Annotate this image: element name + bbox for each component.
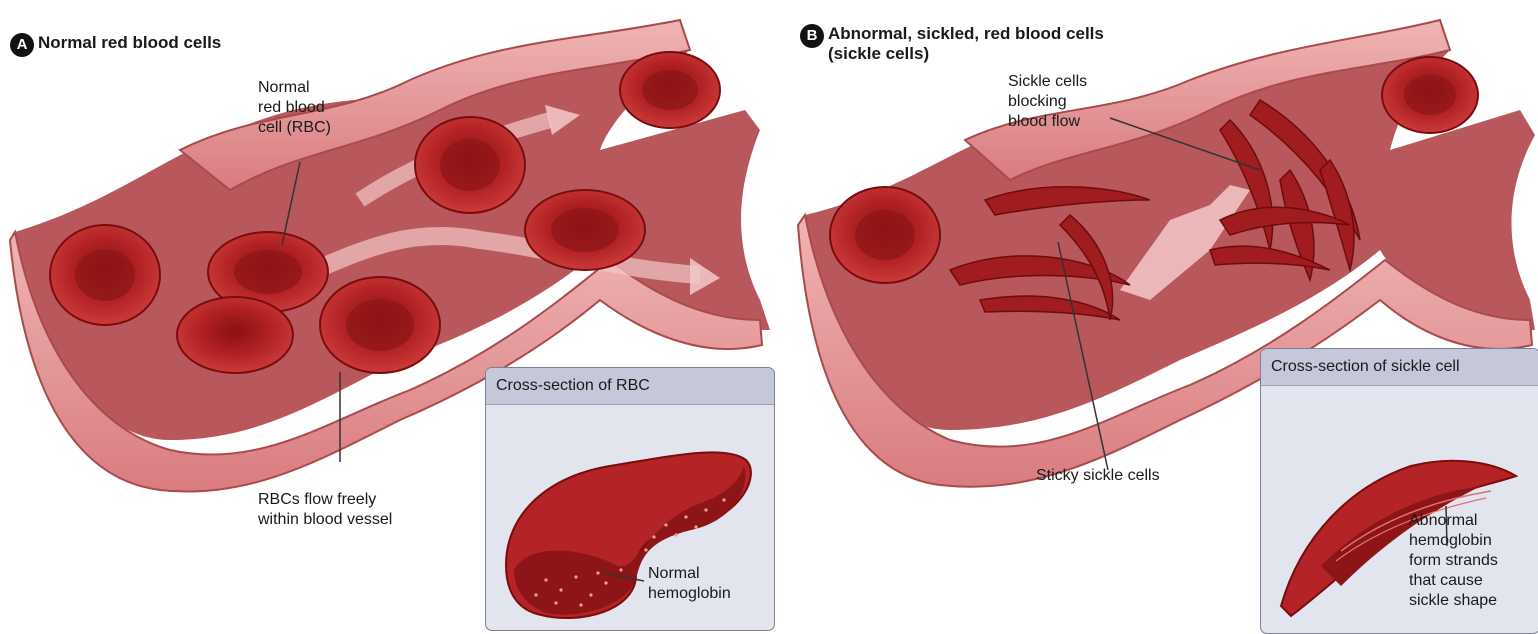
label-abnormal-hemoglobin-line: sickle shape (1409, 591, 1498, 611)
panel-sickle-cells: B Abnormal, sickled, red blood cells (si… (790, 0, 1538, 634)
label-rbc-flow: RBCs flow freely within blood vessel (258, 490, 392, 530)
label-normal-rbc-line: red blood (258, 98, 331, 118)
panel-a-title: Normal red blood cells (38, 33, 221, 53)
label-sickle-blocking-line: blocking (1008, 92, 1087, 112)
inset-rbc-cross-section: Cross-section of RBC Normal hemoglobin (485, 367, 775, 631)
label-abnormal-hemoglobin-line: Abnormal (1409, 511, 1498, 531)
panel-a-badge: A (10, 33, 34, 57)
label-rbc-flow-line: within blood vessel (258, 510, 392, 530)
label-sickle-blocking-line: blood flow (1008, 112, 1087, 132)
panel-b-badge: B (800, 24, 824, 48)
label-abnormal-hemoglobin-line: hemoglobin (1409, 531, 1498, 551)
label-sticky-sickle: Sticky sickle cells (1036, 466, 1160, 486)
label-rbc-flow-line: RBCs flow freely (258, 490, 392, 510)
panel-b-title: (sickle cells) (828, 44, 1104, 64)
panel-a-heading: A Normal red blood cells (10, 33, 221, 57)
inset-sickle-title: Cross-section of sickle cell (1261, 349, 1538, 386)
label-normal-rbc-line: cell (RBC) (258, 118, 331, 138)
label-normal-hemoglobin-line: hemoglobin (648, 584, 731, 604)
panel-b-title: Abnormal, sickled, red blood cells (828, 24, 1104, 44)
inset-sickle-cross-section: Cross-section of sickle cell Abnormal he… (1260, 348, 1538, 634)
label-sickle-blocking: Sickle cells blocking blood flow (1008, 72, 1087, 132)
label-normal-hemoglobin-line: Normal (648, 564, 731, 584)
panel-b-heading: B Abnormal, sickled, red blood cells (si… (800, 24, 1104, 64)
label-abnormal-hemoglobin-line: that cause (1409, 571, 1498, 591)
label-abnormal-hemoglobin-line: form strands (1409, 551, 1498, 571)
label-normal-hemoglobin: Normal hemoglobin (648, 564, 731, 604)
inset-rbc-title: Cross-section of RBC (486, 368, 774, 405)
label-normal-rbc: Normal red blood cell (RBC) (258, 78, 331, 138)
rbc-cross-section-illustration (486, 405, 774, 630)
label-normal-rbc-line: Normal (258, 78, 331, 98)
panel-normal-rbc: A Normal red blood cells Normal red bloo… (0, 0, 775, 634)
label-abnormal-hemoglobin: Abnormal hemoglobin form strands that ca… (1409, 511, 1498, 611)
label-sickle-blocking-line: Sickle cells (1008, 72, 1087, 92)
